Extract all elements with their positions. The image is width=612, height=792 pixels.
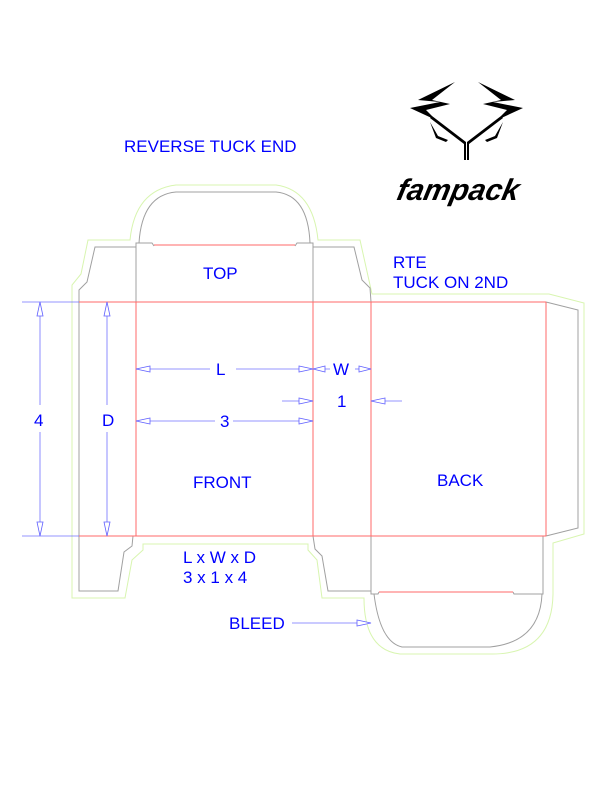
dim-value-depth: 4 (34, 411, 43, 430)
formula-labels: L x W x D (183, 548, 256, 567)
diagram-title: REVERSE TUCK END (124, 137, 297, 156)
dim-value-width: 1 (337, 392, 346, 411)
right-dust-flap-top (313, 246, 372, 303)
panel-label-front: FRONT (193, 473, 252, 492)
panel-label-top: TOP (203, 264, 238, 283)
note-rte: RTE (393, 253, 427, 272)
top-tuck-flap (135, 191, 314, 302)
dimension-lines (22, 301, 402, 627)
left-dust-flap-top (78, 246, 136, 302)
dim-label-width: W (333, 360, 349, 379)
bleed-label: BLEED (229, 614, 285, 633)
note-tuck-on-2nd: TUCK ON 2ND (393, 273, 508, 292)
dim-label-depth: D (102, 411, 114, 430)
formula-values: 3 x 1 x 4 (183, 568, 247, 587)
logo-wordmark: fampack (394, 174, 525, 207)
fampack-logo: fampack (394, 82, 525, 207)
panel-label-back: BACK (437, 471, 484, 490)
outer-edges (78, 301, 579, 595)
dim-value-length: 3 (220, 412, 229, 431)
box-logo-icon (410, 82, 523, 160)
dim-label-length: L (216, 360, 225, 379)
bottom-tuck-flap (373, 593, 543, 648)
cut-lines (78, 191, 579, 648)
bleed-outline (71, 184, 585, 655)
fold-lines (79, 244, 547, 593)
